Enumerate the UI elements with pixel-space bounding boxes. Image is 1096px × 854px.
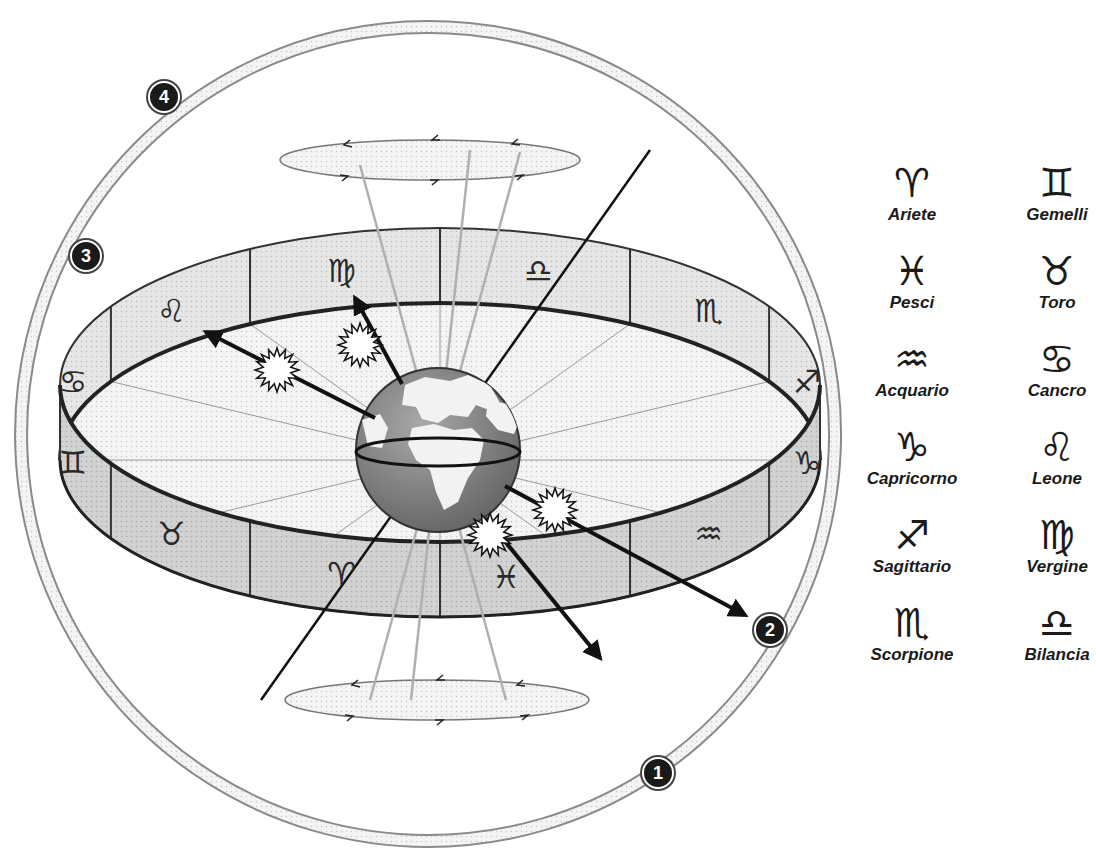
sun-symbol [338,323,382,367]
legend-sign: ♈ [894,163,930,203]
legend-label: Sagittario [873,558,951,575]
legend-sign: ♊ [1039,163,1075,203]
legend-sign: ♌ [1039,427,1075,467]
zodiac-sign: ♏ [694,295,723,327]
legend-label: Gemelli [1026,206,1087,223]
legend-label: Vergine [1026,558,1088,575]
zodiac-sign: ♑ [793,447,822,479]
callout-number: 2 [754,614,786,646]
zodiac-sign: ♍ [327,255,356,287]
band-divider [110,464,112,539]
legend-sign: ♋ [1039,339,1075,379]
legend-sign: ♉ [1039,251,1075,291]
legend-sign: ♏ [894,603,930,643]
legend-label: Ariete [888,206,936,223]
zodiac-sign: ♈ [327,558,356,590]
band-divider [439,228,441,303]
legend-sign: ♒ [894,339,930,379]
sun-direction-arrows [206,298,745,658]
precession-circle [285,680,589,720]
legend-label: Cancro [1028,382,1087,399]
zodiac-sign: ♎ [524,255,553,287]
band-divider [768,307,770,382]
legend-label: Capricorno [867,470,958,487]
band-divider [249,521,251,596]
legend-label: Pesci [890,294,934,311]
legend-label: Bilancia [1024,646,1089,663]
ecliptic-plane [60,303,820,617]
callout-number: 1 [642,757,674,789]
band-divider [768,464,770,539]
sun-symbol [255,348,299,392]
band-divider [110,307,112,382]
callout-number: 4 [148,81,180,113]
band-divider [629,521,631,596]
zodiac-sign: ♐ [793,366,822,398]
band-divider [629,249,631,324]
plane-division-lines [60,303,820,617]
earth-globe [356,368,520,532]
legend-sign: ♑ [894,427,930,467]
zodiac-sign: ♌ [157,295,186,327]
callout-number: 3 [70,240,102,272]
zodiac-sign: ♋ [59,366,88,398]
zodiac-sign: ♓ [492,561,521,593]
legend-sign: ♍ [1039,515,1075,555]
zodiac-sign: ♒ [694,518,723,550]
legend-label: Leone [1032,470,1082,487]
sun-symbol [533,488,577,532]
legend-label: Acquario [875,382,949,399]
legend-sign: ♐ [894,515,930,555]
earth-axis-lines [261,150,650,700]
zodiac-sign: ♉ [157,518,186,550]
legend-sign: ♎ [1039,603,1075,643]
precession-arrows [340,135,523,185]
precession-circle [280,140,580,180]
band-divider [439,542,441,617]
sun-symbol [468,513,512,557]
legend-sign: ♓ [894,251,930,291]
sun-symbols [255,323,577,557]
legend-label: Scorpione [870,646,953,663]
legend-label: Toro [1038,294,1075,311]
band-divider [249,249,251,324]
zodiac-sign: ♊ [59,447,88,479]
celestial-sphere-ring [15,21,841,847]
